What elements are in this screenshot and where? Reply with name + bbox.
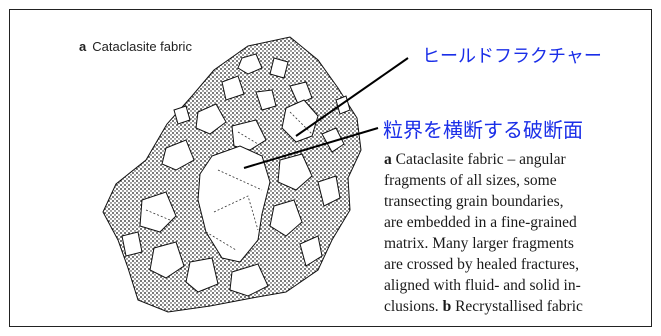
caption-text: are crossed by healed fractures, (384, 256, 579, 273)
caption-line: matrix. Many larger fragments (384, 233, 649, 254)
caption-text: transecting grain boundaries, (384, 193, 563, 210)
figure-caption: a Cataclasite fabric – angular fragments … (384, 149, 649, 317)
caption-text: Recrystallised fabric (451, 298, 583, 315)
caption-text: fragments of all sizes, some (384, 172, 557, 189)
caption-line: a Cataclasite fabric – angular (384, 149, 649, 170)
caption-line: transecting grain boundaries, (384, 191, 649, 212)
caption-text: Cataclasite fabric – angular (392, 151, 566, 168)
caption-text: are embedded in a fine-grained (384, 214, 577, 231)
caption-text: aligned with fluid- and solid in- (384, 277, 581, 294)
caption-line: are embedded in a fine-grained (384, 212, 649, 233)
caption-line: clusions. b Recrystallised fabric (384, 296, 649, 317)
fragment (122, 232, 142, 256)
caption-text: matrix. Many larger fragments (384, 235, 574, 252)
annotation-grain-crossing-fracture: 粒界を横断する破断面 (383, 114, 583, 143)
caption-text: clusions. (384, 298, 443, 315)
annotation-healed-fracture: ヒールドフラクチャー (422, 42, 602, 68)
caption-line: are crossed by healed fractures, (384, 254, 649, 275)
caption-line: aligned with fluid- and solid in- (384, 275, 649, 296)
caption-line: fragments of all sizes, some (384, 170, 649, 191)
caption-bold-letter: a (384, 151, 392, 168)
caption-bold-letter: b (443, 298, 452, 315)
